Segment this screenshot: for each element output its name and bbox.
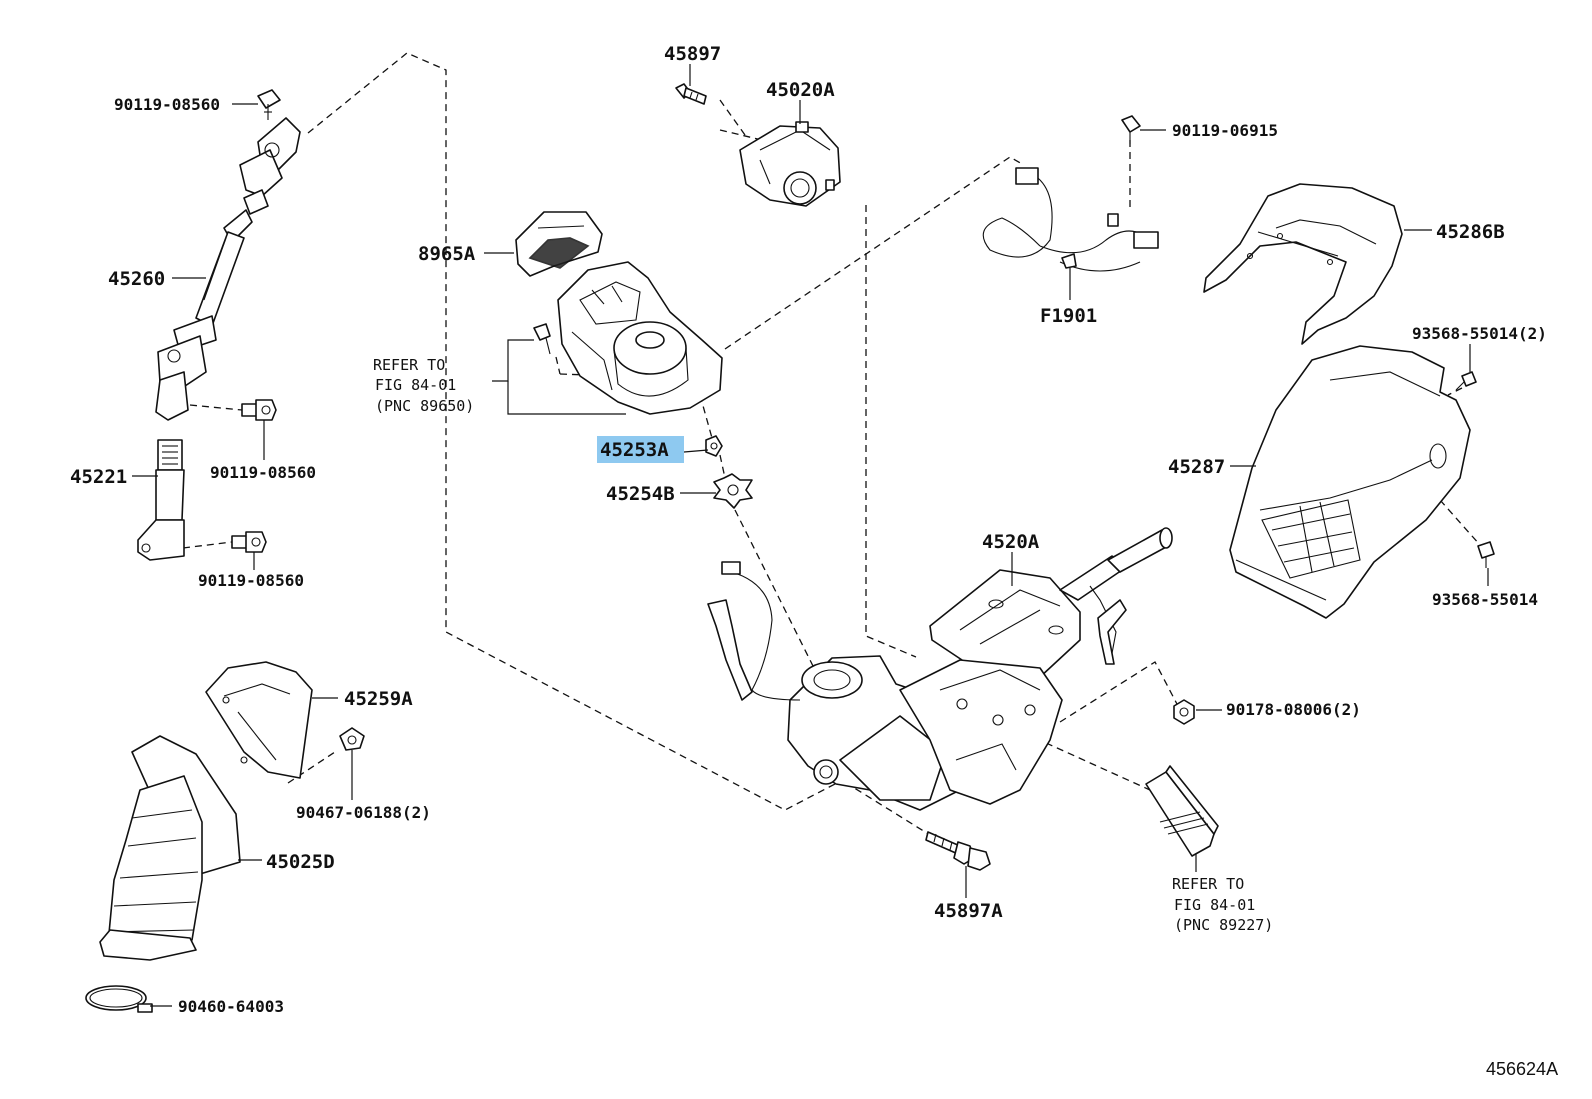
upper-cover-45286b	[1203, 183, 1403, 345]
label-lock-assy[interactable]: 45020A	[766, 79, 835, 101]
label-lower-cover[interactable]: 45287	[1168, 456, 1225, 478]
label-refer-89227-line2[interactable]: FIG 84-01	[1174, 896, 1255, 914]
switch-body-89650	[557, 261, 723, 415]
ecu-module-89227	[1145, 765, 1219, 857]
bolt-low	[231, 531, 267, 553]
cover-screw-low	[1477, 541, 1495, 568]
label-lower-shaft[interactable]: 45221	[70, 466, 127, 488]
label-cover-a[interactable]: 45259A	[344, 688, 413, 710]
label-shaft-bolt-low[interactable]: 90119-08560	[198, 571, 304, 590]
column-assy-4520a	[707, 527, 1173, 811]
lower-shaft-45221	[137, 439, 185, 561]
label-boot[interactable]: 45025D	[266, 851, 335, 873]
label-column-bolt[interactable]: 45897A	[934, 900, 1003, 922]
label-upper-cover[interactable]: 45286B	[1436, 221, 1505, 243]
boot-45025d	[99, 735, 241, 961]
lower-cover-45287	[1229, 345, 1471, 619]
cover-45259a	[205, 661, 313, 779]
label-refer-89227-line1[interactable]: REFER TO	[1172, 875, 1244, 893]
cover-screw-top	[1455, 371, 1477, 391]
highlight-box	[597, 436, 684, 463]
bolt-top	[257, 89, 281, 120]
part-labels: 90119-08560 45260 90119-08560 45221 9011…	[70, 43, 1558, 1079]
label-wire-harness[interactable]: F1901	[1040, 305, 1097, 327]
label-highlight-part[interactable]: 45253A	[600, 439, 669, 461]
leader-lines	[132, 64, 1489, 1007]
label-cover-screw-top[interactable]: 93568-55014(2)	[1412, 324, 1547, 343]
column-bolt-45897a	[925, 831, 991, 871]
label-refer-89650-line2[interactable]: FIG 84-01	[375, 376, 456, 394]
label-lock-bolt[interactable]: 45897	[664, 43, 721, 65]
clamp-90460	[85, 985, 153, 1013]
lock-assy-45020a	[739, 121, 841, 207]
label-clip-a[interactable]: 90467-06188(2)	[296, 803, 431, 822]
label-harness-bolt[interactable]: 90119-06915	[1172, 121, 1278, 140]
label-spiral-cable-holder[interactable]: 8965A	[418, 243, 476, 265]
label-shaft-bolt-mid[interactable]: 90119-08560	[210, 463, 316, 482]
label-cover-screw-low[interactable]: 93568-55014	[1432, 590, 1538, 609]
label-part-45254b[interactable]: 45254B	[606, 483, 675, 505]
label-refer-89650-line1[interactable]: REFER TO	[373, 356, 445, 374]
label-clamp[interactable]: 90460-64003	[178, 997, 284, 1016]
wire-harness-f1901	[982, 167, 1159, 272]
column-nut	[1173, 699, 1195, 725]
label-refer-89227-line3[interactable]: (PNC 89227)	[1174, 916, 1273, 934]
bolt-89650	[533, 323, 551, 355]
bolt-mid	[241, 399, 277, 421]
label-column-nut[interactable]: 90178-08006(2)	[1226, 700, 1361, 719]
label-refer-89650-line3[interactable]: (PNC 89650)	[375, 397, 474, 415]
label-column-assy[interactable]: 4520A	[982, 531, 1040, 553]
label-intermediate-shaft[interactable]: 45260	[108, 268, 165, 290]
clip-90467	[339, 727, 365, 751]
lock-bolt-45897	[675, 83, 707, 105]
harness-bolt-90119-06915	[1121, 115, 1141, 144]
figure-id: 456624A	[1486, 1059, 1558, 1079]
label-shaft-bolt-top[interactable]: 90119-08560	[114, 95, 220, 114]
part-8965a	[515, 211, 603, 277]
part-45253a	[705, 435, 723, 457]
intermediate-shaft-45260	[155, 117, 301, 421]
part-45254b	[713, 473, 753, 509]
